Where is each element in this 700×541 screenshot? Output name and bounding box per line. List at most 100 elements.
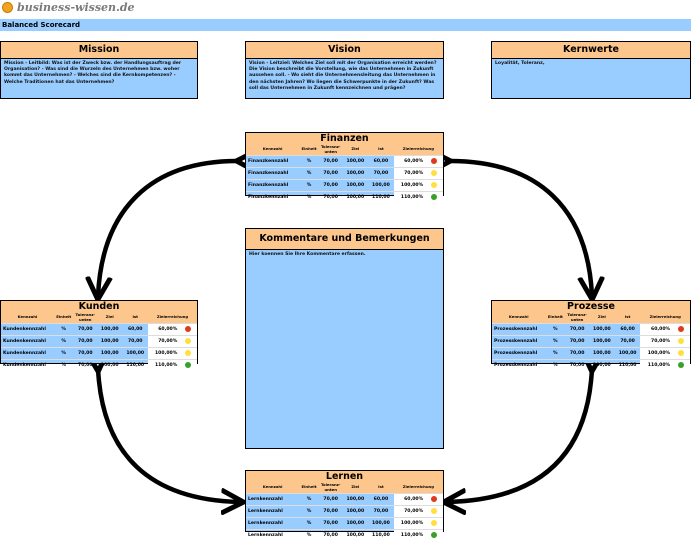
cell-name[interactable]: Finanzkennzahl [246, 156, 299, 168]
cell-ze[interactable]: 60,00% [394, 494, 426, 506]
cell-name[interactable]: Prozesskennzahl [492, 348, 545, 360]
cell-name[interactable]: Finanzkennzahl [246, 192, 299, 204]
cell-name[interactable]: Prozesskennzahl [492, 360, 545, 372]
cell-tol[interactable]: 70,00 [74, 360, 98, 372]
cell-name[interactable]: Finanzkennzahl [246, 180, 299, 192]
cell-name[interactable]: Kundenkennzahl [1, 336, 54, 348]
cell-unit[interactable]: % [299, 156, 319, 168]
cell-tol[interactable]: 70,00 [319, 518, 343, 530]
cell-ziel[interactable]: 100,00 [589, 360, 615, 372]
cell-ze[interactable]: 100,00% [148, 348, 179, 360]
cell-ziel[interactable]: 100,00 [343, 494, 369, 506]
cell-unit[interactable]: % [299, 506, 319, 518]
cell-ist[interactable]: 110,00 [123, 360, 148, 372]
cell-ze[interactable]: 110,00% [148, 360, 179, 372]
cell-tol[interactable]: 70,00 [74, 348, 98, 360]
cell-ziel[interactable]: 100,00 [97, 360, 122, 372]
cell-name[interactable]: Kundenkennzahl [1, 324, 54, 336]
cell-ist[interactable]: 100,00 [615, 348, 641, 360]
cell-ze[interactable]: 100,00% [394, 180, 426, 192]
cell-tol[interactable]: 70,00 [319, 156, 343, 168]
cell-unit[interactable]: % [54, 348, 74, 360]
cell-tol[interactable]: 70,00 [565, 336, 589, 348]
cell-unit[interactable]: % [545, 360, 565, 372]
cell-ze[interactable]: 110,00% [640, 360, 672, 372]
cell-ist[interactable]: 110,00 [368, 530, 394, 541]
cell-unit[interactable]: % [545, 348, 565, 360]
cell-name[interactable]: Kundenkennzahl [1, 348, 54, 360]
cell-tol[interactable]: 70,00 [319, 530, 343, 541]
kommentare-heading: Kommentare und Bemerkungen [246, 229, 443, 250]
cell-ze[interactable]: 70,00% [394, 506, 426, 518]
cell-name[interactable]: Kundenkennzahl [1, 360, 54, 372]
cell-ziel[interactable]: 100,00 [343, 518, 369, 530]
cell-tol[interactable]: 70,00 [319, 506, 343, 518]
cell-name[interactable]: Prozesskennzahl [492, 336, 545, 348]
cell-ist[interactable]: 100,00 [368, 180, 394, 192]
cell-name[interactable]: Lernkennzahl [246, 506, 299, 518]
cell-ze[interactable]: 100,00% [640, 348, 672, 360]
cell-name[interactable]: Prozesskennzahl [492, 324, 545, 336]
traffic-light-icon [678, 350, 684, 356]
cell-name[interactable]: Finanzkennzahl [246, 168, 299, 180]
cell-ziel[interactable]: 100,00 [97, 348, 122, 360]
cell-ist[interactable]: 70,00 [123, 336, 148, 348]
cell-name[interactable]: Lernkennzahl [246, 530, 299, 541]
cell-tol[interactable]: 70,00 [319, 168, 343, 180]
cell-tol[interactable]: 70,00 [319, 494, 343, 506]
cell-ze[interactable]: 70,00% [394, 168, 426, 180]
cell-ist[interactable]: 70,00 [615, 336, 641, 348]
cell-unit[interactable]: % [299, 180, 319, 192]
cell-tol[interactable]: 70,00 [565, 348, 589, 360]
cell-ziel[interactable]: 100,00 [97, 336, 122, 348]
cell-tol[interactable]: 70,00 [565, 360, 589, 372]
cell-tol[interactable]: 70,00 [74, 336, 98, 348]
cell-ist[interactable]: 110,00 [615, 360, 641, 372]
cell-ziel[interactable]: 100,00 [343, 506, 369, 518]
cell-unit[interactable]: % [299, 192, 319, 204]
cell-ziel[interactable]: 100,00 [343, 168, 369, 180]
cell-ze[interactable]: 110,00% [394, 192, 426, 204]
cell-ze[interactable]: 60,00% [640, 324, 672, 336]
cell-name[interactable]: Lernkennzahl [246, 494, 299, 506]
cell-unit[interactable]: % [54, 324, 74, 336]
cell-tol[interactable]: 70,00 [74, 324, 98, 336]
cell-unit[interactable]: % [299, 518, 319, 530]
cell-ze[interactable]: 110,00% [394, 530, 426, 541]
cell-tol[interactable]: 70,00 [319, 180, 343, 192]
cell-ist[interactable]: 60,00 [368, 156, 394, 168]
cell-unit[interactable]: % [299, 494, 319, 506]
cell-unit[interactable]: % [54, 336, 74, 348]
cell-unit[interactable]: % [545, 324, 565, 336]
cell-ziel[interactable]: 100,00 [343, 180, 369, 192]
cell-ist[interactable]: 70,00 [368, 506, 394, 518]
cell-ziel[interactable]: 100,00 [589, 324, 615, 336]
cell-ist[interactable]: 60,00 [368, 494, 394, 506]
cell-ziel[interactable]: 100,00 [589, 336, 615, 348]
cell-ze[interactable]: 100,00% [394, 518, 426, 530]
cell-ziel[interactable]: 100,00 [589, 348, 615, 360]
cell-ziel[interactable]: 100,00 [343, 530, 369, 541]
cell-name[interactable]: Lernkennzahl [246, 518, 299, 530]
column-header: Einheit [299, 482, 319, 494]
cell-ist[interactable]: 100,00 [123, 348, 148, 360]
cell-ze[interactable]: 70,00% [640, 336, 672, 348]
cell-unit[interactable]: % [299, 168, 319, 180]
cell-ist[interactable]: 70,00 [368, 168, 394, 180]
cell-ist[interactable]: 110,00 [368, 192, 394, 204]
cell-unit[interactable]: % [299, 530, 319, 541]
cell-ziel[interactable]: 100,00 [343, 192, 369, 204]
cell-ze[interactable]: 60,00% [394, 156, 426, 168]
cell-ziel[interactable]: 100,00 [343, 156, 369, 168]
cell-tol[interactable]: 70,00 [319, 192, 343, 204]
cell-unit[interactable]: % [54, 360, 74, 372]
cell-ist[interactable]: 100,00 [368, 518, 394, 530]
cell-unit[interactable]: % [545, 336, 565, 348]
cell-ze[interactable]: 70,00% [148, 336, 179, 348]
cell-tol[interactable]: 70,00 [565, 324, 589, 336]
cell-ze[interactable]: 60,00% [148, 324, 179, 336]
cell-ist[interactable]: 60,00 [123, 324, 148, 336]
cell-ist[interactable]: 60,00 [615, 324, 641, 336]
kommentare-text[interactable]: Hier koennen Sie Ihre Kommentare erfasse… [246, 250, 443, 260]
cell-ziel[interactable]: 100,00 [97, 324, 122, 336]
